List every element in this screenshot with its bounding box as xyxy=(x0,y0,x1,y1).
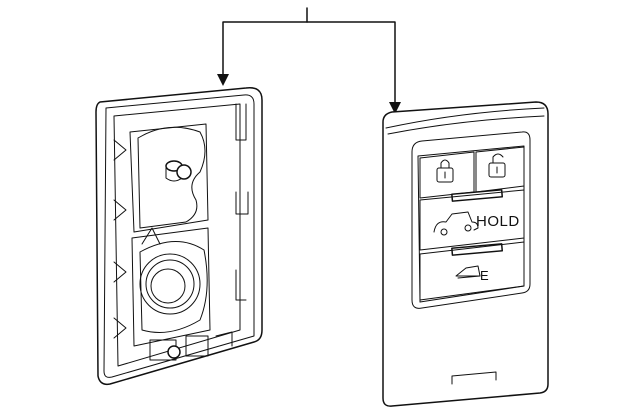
battery-cell xyxy=(139,253,201,315)
fob-back-housing xyxy=(95,87,263,386)
unlock-icon xyxy=(488,153,506,178)
button-divider-lower xyxy=(451,243,504,256)
key-slot xyxy=(451,371,497,385)
fob-front-cover: HOLD E xyxy=(382,101,549,407)
hold-label: HOLD xyxy=(476,213,520,230)
callout-leader xyxy=(217,7,401,114)
remote-start-button[interactable]: HOLD xyxy=(419,189,525,251)
trunk-release-button[interactable]: E xyxy=(419,241,525,301)
trunk-label: E xyxy=(480,268,489,283)
housing-post xyxy=(165,160,192,182)
remote-start-icon xyxy=(433,211,479,236)
trunk-release-icon xyxy=(455,265,481,279)
arrow-head-left xyxy=(217,74,229,86)
button-divider-upper xyxy=(451,189,504,202)
unlock-button[interactable] xyxy=(475,146,525,193)
arrow-head-right xyxy=(389,102,401,114)
lock-icon xyxy=(436,159,454,183)
